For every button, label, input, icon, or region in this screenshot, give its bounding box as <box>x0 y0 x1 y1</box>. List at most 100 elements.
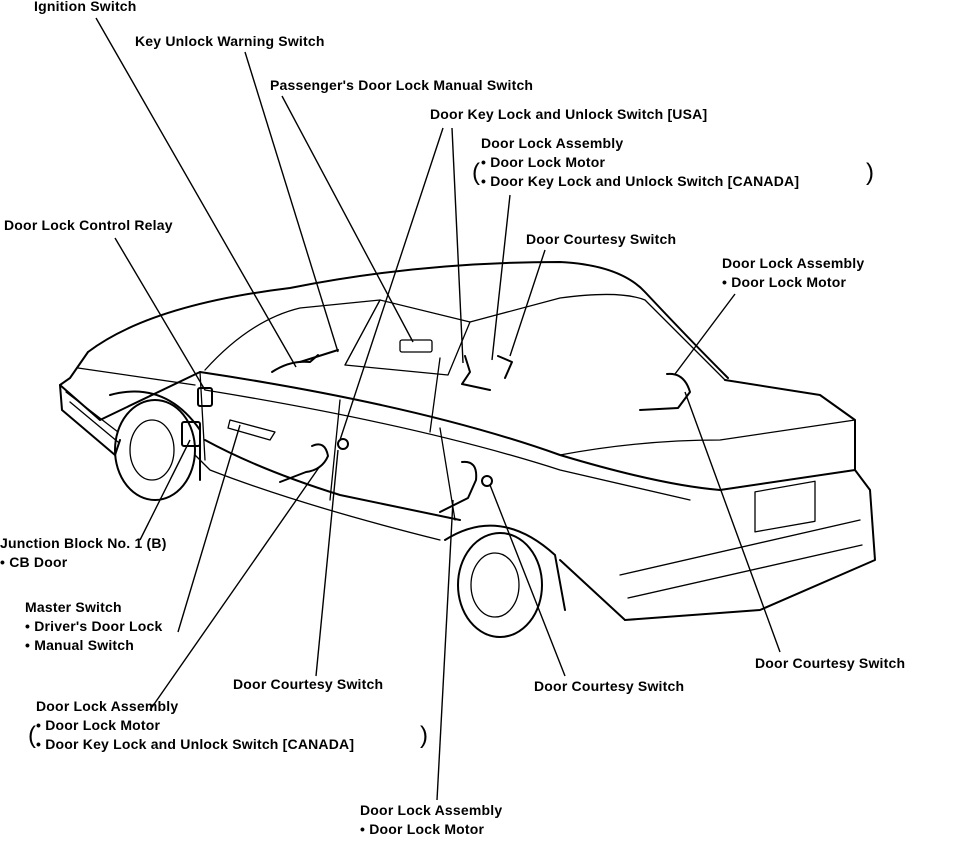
leader-key-warning <box>244 51 339 353</box>
car-front-bumper <box>65 391 119 443</box>
rear-courtesy-part <box>481 475 493 487</box>
bullet: • <box>25 618 31 634</box>
leader-relay <box>114 237 206 391</box>
junction-block-part <box>181 421 201 447</box>
ignition-part <box>271 354 319 373</box>
key-warning-part <box>299 349 339 363</box>
label-door-lock-assembly-bottom-left: Door Lock Assembly • Door Lock Motor • D… <box>36 697 354 754</box>
label-title: Door Lock Assembly <box>36 698 179 714</box>
label-passenger-door-lock-manual-switch: Passenger's Door Lock Manual Switch <box>270 77 534 93</box>
right-lock-assembly-part <box>639 372 691 411</box>
car-pillar <box>429 357 441 433</box>
leader-courtesy-right <box>684 391 781 653</box>
passenger-manual-switch-part <box>399 339 433 353</box>
top-courtesy-part <box>497 355 513 379</box>
bullet: • <box>36 717 42 733</box>
leader-usa-1 <box>339 127 444 441</box>
label-door-lock-control-relay: Door Lock Control Relay <box>4 217 173 233</box>
label-door-courtesy-switch-left: Door Courtesy Switch <box>233 676 384 692</box>
leader-courtesy-top <box>509 249 546 357</box>
bullet: • <box>481 154 487 170</box>
label-title: Door Lock Assembly <box>722 255 865 271</box>
label-item: • Door Lock Motor <box>360 820 502 839</box>
label-junction-block: Junction Block No. 1 (B) • CB Door <box>0 534 167 572</box>
label-item: • Door Key Lock and Unlock Switch [CANAD… <box>36 735 354 754</box>
rear-lock-assembly-part <box>439 460 478 513</box>
leader-master <box>177 424 241 633</box>
label-door-courtesy-switch-mid: Door Courtesy Switch <box>534 678 685 694</box>
label-item: • Driver's Door Lock <box>25 617 163 636</box>
car-license-plate <box>754 480 816 533</box>
label-door-courtesy-switch-right: Door Courtesy Switch <box>755 655 906 671</box>
car-windshield <box>204 299 381 371</box>
leader-usa-2 <box>451 127 464 364</box>
car-trunk <box>724 379 856 471</box>
label-door-key-lock-switch-usa: Door Key Lock and Unlock Switch [USA] <box>430 106 708 122</box>
label-item: • Door Lock Motor <box>36 716 354 735</box>
car-beltline <box>199 371 856 491</box>
front-courtesy-part <box>337 438 349 450</box>
bullet: • <box>36 736 42 752</box>
car-front-hub <box>129 419 175 481</box>
car-front-door <box>199 371 341 501</box>
label-door-lock-assembly-bottom: Door Lock Assembly • Door Lock Motor <box>360 801 502 839</box>
bullet: • <box>481 173 487 189</box>
label-item-text: Door Lock Motor <box>731 274 847 290</box>
car-rear-window <box>469 293 726 381</box>
label-title: Junction Block No. 1 (B) <box>0 535 167 551</box>
bracket-close: ) <box>866 159 874 186</box>
car-rear-bumper <box>619 519 863 599</box>
bracket-open: ( <box>472 159 480 186</box>
bullet: • <box>360 821 366 837</box>
car-sill <box>204 439 461 521</box>
label-item-text: Door Lock Motor <box>369 821 485 837</box>
car-rear-wheel <box>457 532 543 638</box>
label-item-text: CB Door <box>9 554 68 570</box>
label-title: Door Lock Assembly <box>360 802 503 818</box>
label-item-text: Driver's Door Lock <box>34 618 163 634</box>
label-item: • CB Door <box>0 553 167 572</box>
car-lower <box>194 454 441 541</box>
car-front <box>59 384 121 456</box>
car-roof <box>87 261 729 379</box>
car-rear-arch <box>444 524 566 611</box>
label-title: Door Lock Assembly <box>481 135 624 151</box>
car-hood-line <box>77 367 196 386</box>
leader-ignition <box>95 17 297 368</box>
label-item-text: Manual Switch <box>34 637 135 653</box>
master-switch-part <box>227 419 276 441</box>
car-rear-hub <box>470 552 520 618</box>
bullet: • <box>722 274 728 290</box>
label-ignition-switch: Ignition Switch <box>34 0 137 14</box>
label-master-switch: Master Switch • Driver's Door Lock • Man… <box>25 598 163 655</box>
leader-courtesy-mid <box>489 484 566 677</box>
label-item-text: Door Key Lock and Unlock Switch [CANADA] <box>45 736 355 752</box>
leader-courtesy-left <box>315 449 339 677</box>
label-item: • Door Lock Motor <box>722 273 864 292</box>
label-door-lock-assembly-top: Door Lock Assembly • Door Lock Motor • D… <box>481 134 799 191</box>
car-side-crease <box>204 389 691 501</box>
bullet: • <box>25 637 31 653</box>
label-door-lock-assembly-right: Door Lock Assembly • Door Lock Motor <box>722 254 864 292</box>
label-item-text: Door Lock Motor <box>490 154 606 170</box>
label-title: Master Switch <box>25 599 122 615</box>
control-relay-part <box>197 387 213 407</box>
leader-lock-bottom-left <box>149 465 321 711</box>
leader-junction <box>139 439 191 541</box>
leader-lock-bottom <box>436 499 454 801</box>
label-key-unlock-warning-switch: Key Unlock Warning Switch <box>135 33 325 49</box>
car-rear-lower <box>559 559 626 621</box>
label-item: • Door Lock Motor <box>481 153 799 172</box>
car-trunk-lid <box>559 419 856 456</box>
leader-lock-top <box>491 194 511 361</box>
label-item: • Manual Switch <box>25 636 163 655</box>
leader-passenger-switch <box>281 95 414 343</box>
car-rear <box>624 469 876 621</box>
label-item-text: Door Key Lock and Unlock Switch [CANADA] <box>490 173 800 189</box>
bracket-open: ( <box>28 722 36 749</box>
car-front-arch <box>109 390 201 481</box>
label-door-courtesy-switch-top: Door Courtesy Switch <box>526 231 677 247</box>
